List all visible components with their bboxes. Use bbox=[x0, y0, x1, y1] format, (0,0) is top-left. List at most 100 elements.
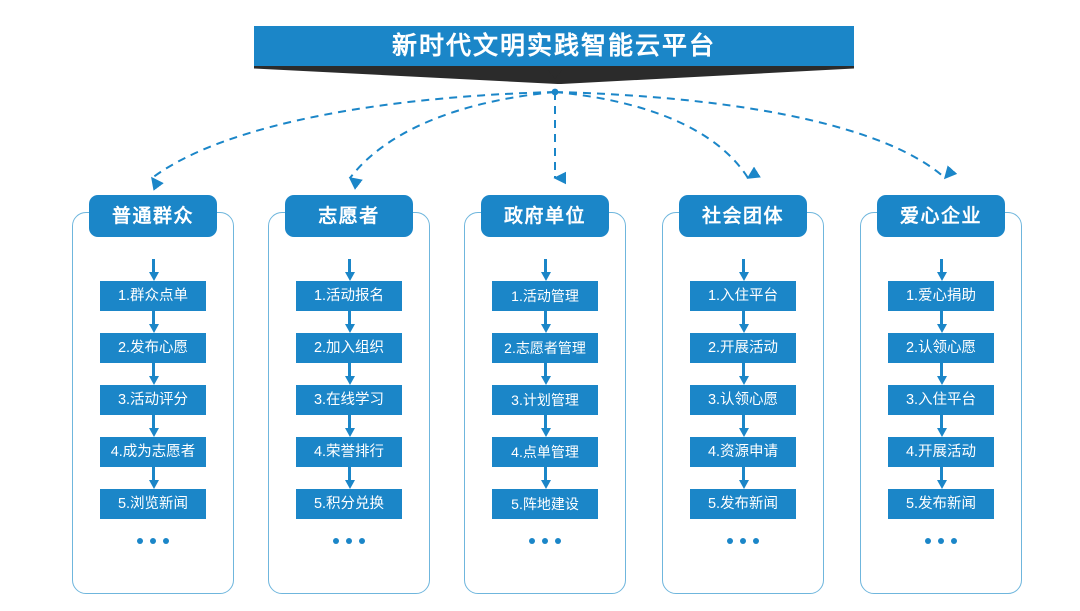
column-header-2[interactable]: 志愿者 bbox=[285, 195, 413, 237]
role-column-shehuituanti: 社会团体 1.入住平台 2.开展活动 3.认领心愿 4.资源申请 5.发布新闻 bbox=[662, 195, 824, 594]
arrow-down-icon bbox=[936, 259, 947, 281]
arrow-down-icon bbox=[148, 363, 159, 385]
list-item[interactable]: 3.入住平台 bbox=[888, 385, 994, 415]
item-label: 1.活动管理 bbox=[511, 288, 579, 304]
list-item[interactable]: 2.开展活动 bbox=[690, 333, 796, 363]
arrow-down-icon bbox=[936, 467, 947, 489]
arrow-down-icon bbox=[148, 467, 159, 489]
list-item[interactable]: 1.爱心捐助 bbox=[888, 281, 994, 311]
column-header-3[interactable]: 政府单位 bbox=[481, 195, 609, 237]
list-item[interactable]: 4.荣誉排行 bbox=[296, 437, 402, 467]
column-body-4: 1.入住平台 2.开展活动 3.认领心愿 4.资源申请 5.发布新闻 bbox=[663, 259, 823, 547]
list-item[interactable]: 5.发布新闻 bbox=[690, 489, 796, 519]
item-label: 5.发布新闻 bbox=[905, 495, 977, 512]
column-body-3: 1.活动管理 2.志愿者管理 3.计划管理 4.点单管理 5.阵地建设 bbox=[465, 259, 625, 547]
arrow-down-icon bbox=[936, 363, 947, 385]
list-item[interactable]: 4.点单管理 bbox=[492, 437, 598, 467]
arrow-down-icon bbox=[344, 467, 355, 489]
dot-icon bbox=[163, 538, 169, 544]
column-header-label: 爱心企业 bbox=[899, 205, 982, 227]
dot-icon bbox=[333, 538, 339, 544]
page-title: 新时代文明实践智能云平台 bbox=[391, 31, 716, 60]
arrow-down-icon bbox=[344, 415, 355, 437]
item-label: 1.活动报名 bbox=[313, 287, 385, 304]
item-label: 4.成为志愿者 bbox=[110, 443, 196, 460]
dot-icon bbox=[951, 538, 957, 544]
list-item[interactable]: 5.浏览新闻 bbox=[100, 489, 206, 519]
arrow-down-icon bbox=[344, 363, 355, 385]
item-label: 2.发布心愿 bbox=[117, 339, 189, 356]
column-header-label: 普通群众 bbox=[111, 205, 194, 227]
item-label: 2.加入组织 bbox=[313, 339, 385, 356]
list-item[interactable]: 2.发布心愿 bbox=[100, 333, 206, 363]
arrow-down-icon bbox=[540, 415, 551, 437]
item-label: 3.在线学习 bbox=[313, 391, 385, 408]
list-item[interactable]: 3.活动评分 bbox=[100, 385, 206, 415]
role-column-aixinqiye: 爱心企业 1.爱心捐助 2.认领心愿 3.入住平台 4.开展活动 5.发布新闻 bbox=[860, 195, 1022, 594]
list-item[interactable]: 4.成为志愿者 bbox=[100, 437, 206, 467]
arrow-down-icon bbox=[738, 467, 749, 489]
list-item[interactable]: 5.积分兑换 bbox=[296, 489, 402, 519]
arrow-down-icon bbox=[148, 415, 159, 437]
column-header-label: 志愿者 bbox=[318, 205, 380, 227]
list-item[interactable]: 1.入住平台 bbox=[690, 281, 796, 311]
arrow-down-icon bbox=[738, 363, 749, 385]
item-label: 5.浏览新闻 bbox=[117, 495, 189, 512]
list-item[interactable]: 4.开展活动 bbox=[888, 437, 994, 467]
item-label: 5.阵地建设 bbox=[511, 496, 579, 512]
dot-icon bbox=[346, 538, 352, 544]
list-item[interactable]: 3.计划管理 bbox=[492, 385, 598, 415]
list-item[interactable]: 2.认领心愿 bbox=[888, 333, 994, 363]
more-items-ellipsis[interactable] bbox=[925, 535, 957, 547]
list-item[interactable]: 1.活动管理 bbox=[492, 281, 598, 311]
arrow-down-icon bbox=[738, 311, 749, 333]
arrow-down-icon bbox=[540, 467, 551, 489]
dot-icon bbox=[542, 538, 548, 544]
item-label: 3.计划管理 bbox=[511, 392, 579, 408]
dot-icon bbox=[753, 538, 759, 544]
dot-icon bbox=[555, 538, 561, 544]
item-label: 1.群众点单 bbox=[117, 287, 189, 304]
item-label: 3.活动评分 bbox=[117, 391, 189, 408]
dot-icon bbox=[359, 538, 365, 544]
list-item[interactable]: 5.发布新闻 bbox=[888, 489, 994, 519]
item-label: 2.认领心愿 bbox=[905, 339, 977, 356]
arrow-down-icon bbox=[540, 311, 551, 333]
column-header-5[interactable]: 爱心企业 bbox=[877, 195, 1005, 237]
arrow-down-icon bbox=[738, 259, 749, 281]
hub-down-arrow-icon bbox=[548, 70, 562, 79]
arrow-down-icon bbox=[344, 259, 355, 281]
arrow-down-icon bbox=[148, 311, 159, 333]
column-header-label: 政府单位 bbox=[503, 205, 586, 227]
column-header-1[interactable]: 普通群众 bbox=[89, 195, 217, 237]
item-label: 4.点单管理 bbox=[511, 444, 579, 460]
item-label: 4.荣誉排行 bbox=[313, 443, 385, 460]
arrow-down-icon bbox=[936, 311, 947, 333]
list-item[interactable]: 3.认领心愿 bbox=[690, 385, 796, 415]
more-items-ellipsis[interactable] bbox=[727, 535, 759, 547]
arrow-down-icon bbox=[344, 311, 355, 333]
platform-title-banner: 新时代文明实践智能云平台 bbox=[254, 26, 854, 66]
list-item[interactable]: 1.群众点单 bbox=[100, 281, 206, 311]
more-items-ellipsis[interactable] bbox=[137, 535, 169, 547]
arrow-down-icon bbox=[738, 415, 749, 437]
item-label: 4.资源申请 bbox=[707, 443, 779, 460]
list-item[interactable]: 3.在线学习 bbox=[296, 385, 402, 415]
list-item[interactable]: 4.资源申请 bbox=[690, 437, 796, 467]
dot-icon bbox=[740, 538, 746, 544]
column-header-label: 社会团体 bbox=[701, 205, 784, 227]
more-items-ellipsis[interactable] bbox=[333, 535, 365, 547]
list-item[interactable]: 1.活动报名 bbox=[296, 281, 402, 311]
item-label: 5.发布新闻 bbox=[707, 495, 779, 512]
item-label: 3.入住平台 bbox=[905, 391, 977, 408]
dot-icon bbox=[938, 538, 944, 544]
list-item[interactable]: 2.加入组织 bbox=[296, 333, 402, 363]
column-body-1: 1.群众点单 2.发布心愿 3.活动评分 4.成为志愿者 5.浏览新闻 bbox=[73, 259, 233, 547]
item-label: 2.开展活动 bbox=[707, 339, 779, 356]
dot-icon bbox=[925, 538, 931, 544]
list-item[interactable]: 2.志愿者管理 bbox=[492, 333, 598, 363]
item-label: 1.入住平台 bbox=[707, 287, 779, 304]
column-header-4[interactable]: 社会团体 bbox=[679, 195, 807, 237]
more-items-ellipsis[interactable] bbox=[529, 535, 561, 547]
list-item[interactable]: 5.阵地建设 bbox=[492, 489, 598, 519]
